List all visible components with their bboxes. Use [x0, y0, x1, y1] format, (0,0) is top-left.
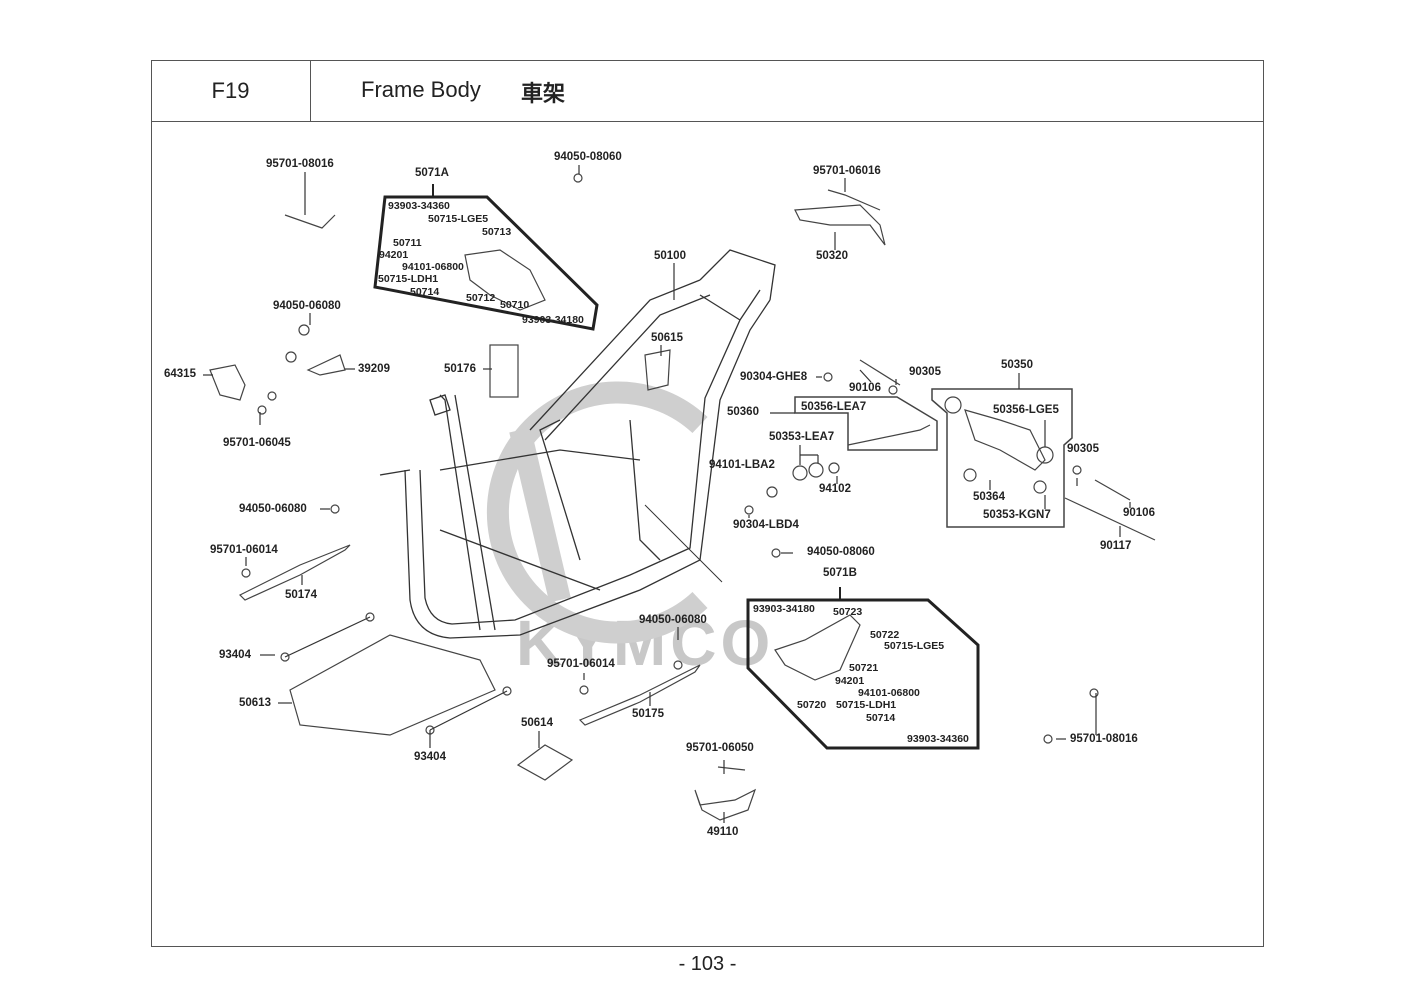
part-label: 90305 — [909, 366, 941, 378]
part-label: 50356-LGE5 — [993, 404, 1059, 416]
group-5071B-box — [746, 598, 980, 750]
part-label: 50614 — [521, 717, 553, 729]
part-label: 64315 — [164, 368, 196, 380]
group-5071B-item: 93903-34180 — [753, 603, 815, 615]
parts-drawings — [209, 173, 1156, 821]
frame-body-drawing — [379, 249, 776, 639]
group-5071B-item: 50723 — [833, 606, 863, 618]
part-label: 95701-08016 — [266, 158, 334, 170]
kymco-logo-watermark — [486, 381, 708, 644]
group-5071A-item: 50714 — [410, 286, 440, 298]
part-label: 90304-GHE8 — [740, 371, 808, 383]
group-5071A-item: 50710 — [500, 299, 530, 311]
part-label: 39209 — [358, 363, 390, 375]
diagram-frame — [151, 60, 1264, 947]
part-label: 50174 — [285, 589, 317, 601]
group-5071A-item: 94101-06800 — [402, 261, 464, 273]
part-label: 95701-06014 — [547, 658, 615, 670]
group-5071B-item: 50721 — [849, 662, 879, 674]
part-label: 50353-LEA7 — [769, 431, 835, 443]
part-label: 94102 — [819, 483, 851, 495]
part-label: 50176 — [444, 363, 476, 375]
group-5071A-item: 94201 — [379, 249, 409, 261]
page-title: Frame Body — [361, 77, 481, 102]
group-50360-box — [794, 396, 938, 451]
part-label: 95701-06014 — [210, 544, 278, 556]
group-5071B-item: 93903-34360 — [907, 733, 969, 745]
part-label: 93404 — [219, 649, 251, 661]
part-label: 95701-06016 — [813, 165, 881, 177]
part-label: 94050-06080 — [239, 503, 307, 515]
group-5071A-item: 93903-34180 — [522, 314, 584, 326]
part-label: 93404 — [414, 751, 446, 763]
group-5071A-box — [373, 195, 599, 331]
group-5071A-item: 50715-LDH1 — [378, 273, 439, 285]
part-label: 50356-LEA7 — [801, 401, 867, 413]
part-label: 94101-LBA2 — [709, 459, 775, 471]
part-label: 94050-06080 — [639, 614, 707, 626]
part-label: 90106 — [849, 382, 881, 394]
part-label: 5071B — [823, 567, 857, 579]
group-5071B-item: 94101-06800 — [858, 687, 920, 699]
part-label: 50615 — [651, 332, 683, 344]
group-5071B-item: 50722 — [870, 629, 900, 641]
part-label: 94050-08060 — [807, 546, 875, 558]
part-label: 95701-06045 — [223, 437, 291, 449]
group-5071B-item: 94201 — [835, 675, 865, 687]
section-code: F19 — [151, 60, 311, 122]
section-code-text: F19 — [211, 78, 250, 103]
header-row — [151, 60, 1264, 122]
group-5071A-item: 50711 — [393, 237, 422, 249]
part-label: 5071A — [415, 167, 449, 179]
part-label: 49110 — [707, 826, 739, 838]
page-number: - 103 - — [678, 953, 737, 975]
part-label: 50353-KGN7 — [983, 509, 1051, 521]
group-5071A-item: 50713 — [482, 226, 512, 238]
part-label: 50100 — [654, 250, 686, 262]
group-5071A-item: 50715-LGE5 — [428, 213, 489, 225]
part-label: 50613 — [239, 697, 271, 709]
group-5071A-item: 50712 — [466, 292, 496, 304]
leader-lines — [203, 165, 1131, 823]
part-label: 90117 — [1100, 540, 1132, 552]
part-label: 50350 — [1001, 359, 1033, 371]
part-label: 90305 — [1067, 443, 1099, 455]
part-label: 95701-06050 — [686, 742, 754, 754]
part-label: 95701-08016 — [1070, 733, 1138, 745]
group-5071B-item: 50715-LDH1 — [836, 699, 897, 711]
part-label: 50320 — [816, 250, 848, 262]
part-label: 90304-LBD4 — [733, 519, 799, 531]
part-label: 50175 — [632, 708, 664, 720]
group-5071A-item: 93903-34360 — [388, 200, 450, 212]
part-label: 50360 — [727, 406, 759, 418]
group-5071B-item: 50714 — [866, 712, 896, 724]
group-5071B-item: 50720 — [797, 699, 827, 711]
part-label: 94050-06080 — [273, 300, 341, 312]
part-label: 94050-08060 — [554, 151, 622, 163]
page-title-cjk: 車架 — [521, 82, 566, 107]
group-5071B-item: 50715-LGE5 — [884, 640, 945, 652]
part-label: 50364 — [973, 491, 1005, 503]
part-label: 90106 — [1123, 507, 1155, 519]
group-50350-box — [931, 388, 1073, 528]
